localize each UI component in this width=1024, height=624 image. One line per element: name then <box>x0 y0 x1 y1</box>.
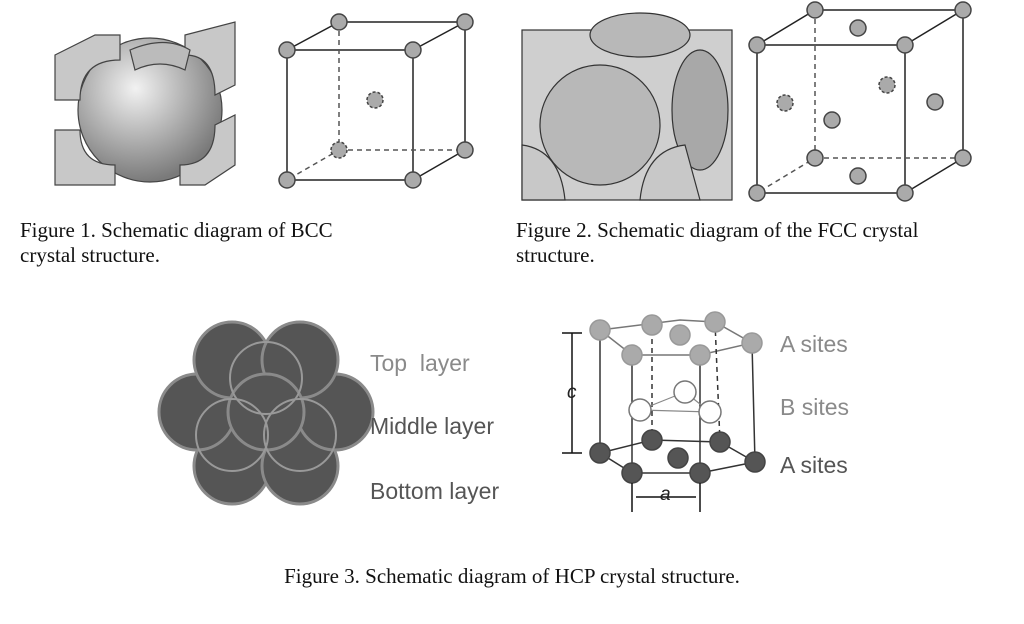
figure1-caption: Figure 1. Schematic diagram of BCC cryst… <box>20 218 333 268</box>
figure3-caption: Figure 3. Schematic diagram of HCP cryst… <box>284 564 740 588</box>
figure2-caption: Figure 2. Schematic diagram of the FCC c… <box>516 218 918 268</box>
figure2-caption-line2: structure. <box>516 243 595 267</box>
bottom-layer-label: Bottom layer <box>370 478 500 504</box>
fcc-unit-cell <box>748 1 972 202</box>
bcc-unit-cell <box>278 13 474 189</box>
figure2-caption-line1: Figure 2. Schematic diagram of the FCC c… <box>516 218 919 242</box>
hcp-stacking-layers <box>157 320 375 506</box>
a-sites-top-label: A sites <box>780 331 848 357</box>
c-lattice-label: c <box>567 382 577 403</box>
a-sites-bottom-label: A sites <box>780 452 848 478</box>
b-sites-label: B sites <box>780 394 850 420</box>
a-lattice-label: a <box>660 484 671 505</box>
bcc-hard-sphere-model <box>54 21 236 186</box>
middle-layer-label: Middle layer <box>370 413 494 439</box>
figure1-caption-line1: Figure 1. Schematic diagram of BCC <box>20 218 333 242</box>
figure1-caption-line2: crystal structure. <box>20 243 160 267</box>
hcp-unit-cell <box>562 311 766 512</box>
top-layer-label: Top layer <box>370 350 470 376</box>
fcc-hard-sphere-model <box>521 12 733 201</box>
